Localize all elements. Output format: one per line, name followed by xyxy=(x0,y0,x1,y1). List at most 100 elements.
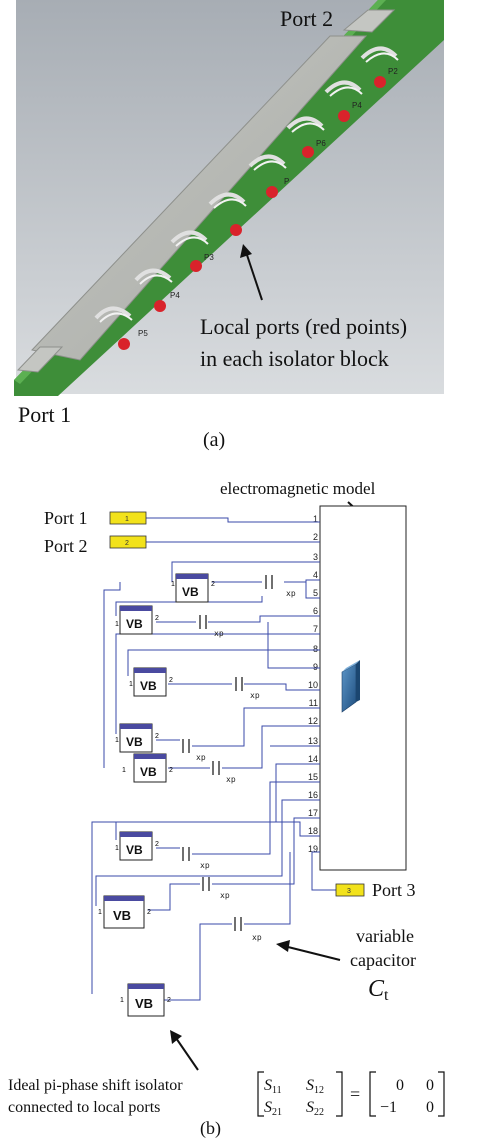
pin-number: 18 xyxy=(308,826,318,836)
s21: S21 xyxy=(264,1099,282,1118)
equals-sign: = xyxy=(350,1084,360,1104)
vb-pin: 2 xyxy=(147,909,151,916)
capacitor-labels: xp xp xp xp xp xp xp xp xyxy=(196,589,296,942)
vb-pin: 2 xyxy=(167,997,171,1004)
vb-pin: 2 xyxy=(155,841,159,848)
right-bracket xyxy=(336,1071,343,1117)
vb-block: VB 1 2 xyxy=(98,895,151,929)
capacitor xyxy=(182,847,190,861)
vb-block: VB 1 2 xyxy=(115,831,159,861)
terminal-tag: 2 xyxy=(125,540,129,547)
capacitor-label: xp xyxy=(200,861,210,870)
isolator-block xyxy=(134,268,173,312)
capacitor xyxy=(202,877,210,891)
port2-label: Port 2 xyxy=(280,6,333,31)
local-port-marker xyxy=(302,146,314,158)
vb-pin: 1 xyxy=(115,737,119,744)
vb-label: VB xyxy=(126,843,143,857)
variable-capacitor-subscript: t xyxy=(384,987,389,1004)
pin-number: 13 xyxy=(308,736,318,746)
port1-feed xyxy=(16,346,64,373)
local-ports-arrowhead xyxy=(240,244,252,258)
local-port-marker xyxy=(190,260,202,272)
variable-capacitor-line1: variable xyxy=(356,926,414,946)
left-bracket xyxy=(257,1071,264,1117)
vb-label: VB xyxy=(140,679,157,693)
terminal-port3: 3 xyxy=(335,883,365,897)
s11: S11 xyxy=(264,1077,282,1096)
port-tag: P4 xyxy=(352,101,362,110)
vb-block: VB 1 2 xyxy=(115,723,159,753)
pin-number: 3 xyxy=(313,552,318,562)
right-bracket-2 xyxy=(438,1071,445,1117)
capacitor-label: xp xyxy=(286,589,296,598)
pin-number: 1 xyxy=(313,514,318,524)
s22: S22 xyxy=(306,1099,324,1118)
pin-number: 4 xyxy=(313,570,318,580)
left-bracket-2 xyxy=(369,1071,376,1117)
port2-feed xyxy=(342,9,396,33)
capacitor-label: xp xyxy=(196,753,206,762)
pin-number: 5 xyxy=(313,588,318,598)
local-port-marker xyxy=(374,76,386,88)
matrix-r2c2: 0 xyxy=(426,1099,434,1116)
pin-number: 11 xyxy=(309,698,318,708)
isolator-block xyxy=(286,116,325,158)
local-port-marker xyxy=(154,300,166,312)
s-matrix-equation: S11 S12 S21 S22 = 0 0 −1 0 xyxy=(257,1071,445,1118)
capacitor xyxy=(234,917,242,931)
vb-pin: 2 xyxy=(169,677,173,684)
port-tag: P xyxy=(284,177,289,186)
isolator-label-line2: connected to local ports xyxy=(8,1099,160,1116)
vb-pin: 2 xyxy=(211,581,215,588)
vb-label: VB xyxy=(182,585,199,599)
isolator-arrowhead xyxy=(170,1030,182,1044)
em-model-pins: 1 2 3 4 5 6 7 8 9 10 11 12 13 14 15 16 1… xyxy=(308,514,318,854)
pin-number: 7 xyxy=(313,624,318,634)
isolator-block xyxy=(170,230,209,272)
vb-pin: 1 xyxy=(122,767,126,774)
capacitor xyxy=(235,677,243,691)
panel-b: electromagnetic model 1 2 3 4 5 6 7 8 9 … xyxy=(8,479,445,1139)
schematic-wires xyxy=(91,517,336,1001)
panel-b-caption: (b) xyxy=(200,1118,221,1139)
terminal-port2: 2 xyxy=(109,535,147,549)
variable-capacitor-letter: C xyxy=(368,976,385,1002)
vb-blocks: VB 1 2 VB 1 2 VB 1 2 VB xyxy=(98,573,215,1017)
capacitor xyxy=(265,575,273,589)
local-ports-arrow xyxy=(245,251,263,301)
variable-capacitor-arrow xyxy=(283,945,341,961)
vb-pin: 1 xyxy=(171,581,175,588)
vb-label: VB xyxy=(126,617,143,631)
pin-number: 10 xyxy=(308,680,318,690)
panel-a: P5 P4 P3 P P6 P4 P2 Port 2 Local ports (… xyxy=(14,0,444,451)
pin-number: 15 xyxy=(308,772,318,782)
vb-label: VB xyxy=(113,908,131,923)
capacitor-label: xp xyxy=(214,629,224,638)
pin-number: 9 xyxy=(313,662,318,672)
capacitor xyxy=(199,615,207,629)
vb-pin: 1 xyxy=(120,997,124,1004)
port-tag: P6 xyxy=(316,139,326,148)
vb-pin: 2 xyxy=(155,733,159,740)
pin-number: 19 xyxy=(308,844,318,854)
variable-capacitor-symbol: Ct xyxy=(368,976,389,1004)
pin-number: 16 xyxy=(308,790,318,800)
isolator-block xyxy=(94,306,133,350)
vb-pin: 1 xyxy=(98,909,102,916)
isolator-label-line1: Ideal pi-phase shift isolator xyxy=(8,1077,183,1094)
vb-block: VB 1 2 xyxy=(115,605,159,635)
isolator-block xyxy=(208,192,247,236)
isolator-block xyxy=(248,154,287,198)
em-model-icon xyxy=(341,660,360,713)
local-port-marker xyxy=(266,186,278,198)
capacitor-label: xp xyxy=(252,933,262,942)
local-port-marker xyxy=(118,338,130,350)
pin-number: 17 xyxy=(308,808,318,818)
isolator-block xyxy=(324,80,363,122)
pin-number: 14 xyxy=(308,754,318,764)
pin-number: 6 xyxy=(313,606,318,616)
variable-capacitor-line2: capacitor xyxy=(350,950,416,970)
isolator-arrow xyxy=(175,1037,199,1071)
vb-label: VB xyxy=(126,735,143,749)
